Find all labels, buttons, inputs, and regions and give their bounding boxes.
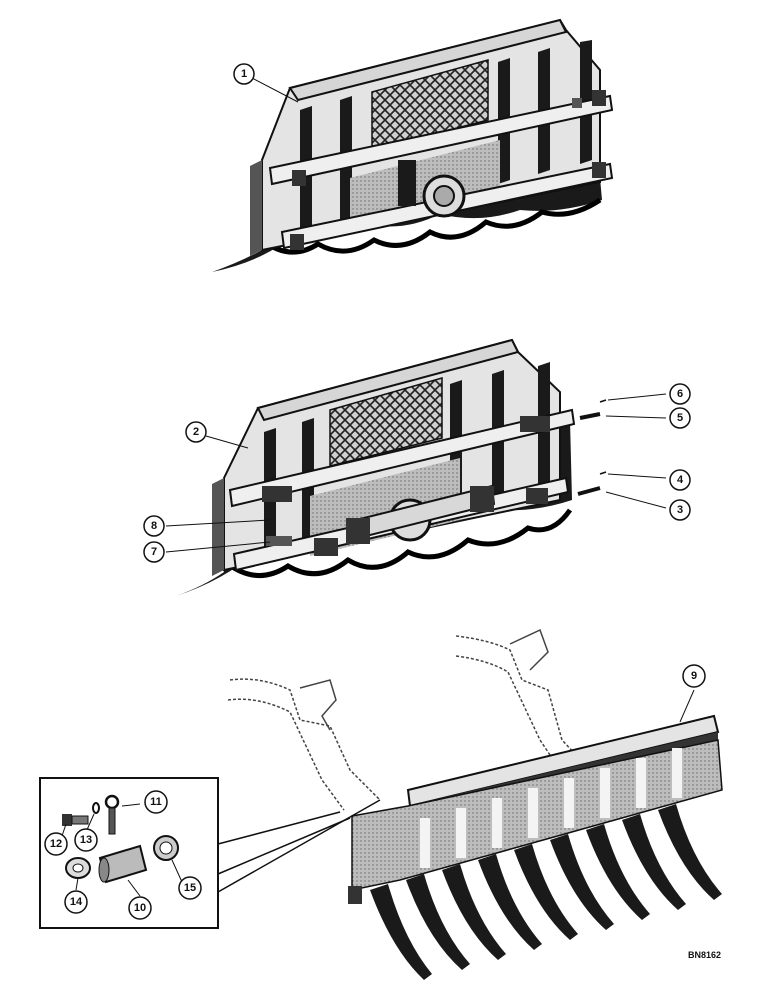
callout-4-label: 4: [677, 474, 684, 486]
callout-1: 1: [233, 63, 255, 85]
assembly-2-blade: [176, 338, 576, 596]
callout-12-label: 12: [50, 838, 62, 850]
callout-7: 7: [143, 541, 165, 563]
callout-12: 12: [44, 832, 68, 856]
callout-6-label: 6: [677, 388, 683, 400]
callout-10: 10: [128, 896, 152, 920]
callout-10-label: 10: [134, 902, 146, 914]
callout-14-label: 14: [70, 896, 83, 908]
callout-13: 13: [74, 828, 98, 852]
callout-8-label: 8: [151, 520, 157, 532]
callout-9-label: 9: [691, 670, 697, 682]
hardware-inset: [39, 777, 219, 929]
callout-14: 14: [64, 890, 88, 914]
callout-13-label: 13: [80, 834, 92, 846]
assembly-1-blade: [212, 18, 614, 272]
callout-15: 15: [178, 876, 202, 900]
callout-5: 5: [669, 407, 691, 429]
callout-2-label: 2: [193, 426, 199, 438]
callout-4: 4: [669, 469, 691, 491]
callout-1-label: 1: [241, 68, 247, 80]
callout-11-label: 11: [150, 796, 162, 808]
callout-7-label: 7: [151, 546, 157, 558]
assembly-9-rake: [217, 628, 723, 980]
callout-2: 2: [185, 421, 207, 443]
callout-8: 8: [143, 515, 165, 537]
callout-9: 9: [682, 664, 706, 688]
drawing-code: BN8162: [688, 950, 721, 960]
callout-3: 3: [669, 499, 691, 521]
callout-11: 11: [144, 790, 168, 814]
callout-3-label: 3: [677, 504, 683, 516]
callout-15-label: 15: [184, 882, 196, 894]
callout-6: 6: [669, 383, 691, 405]
pin-parts: [577, 399, 607, 496]
callout-5-label: 5: [677, 412, 683, 424]
callout-leaders: [61, 77, 695, 897]
